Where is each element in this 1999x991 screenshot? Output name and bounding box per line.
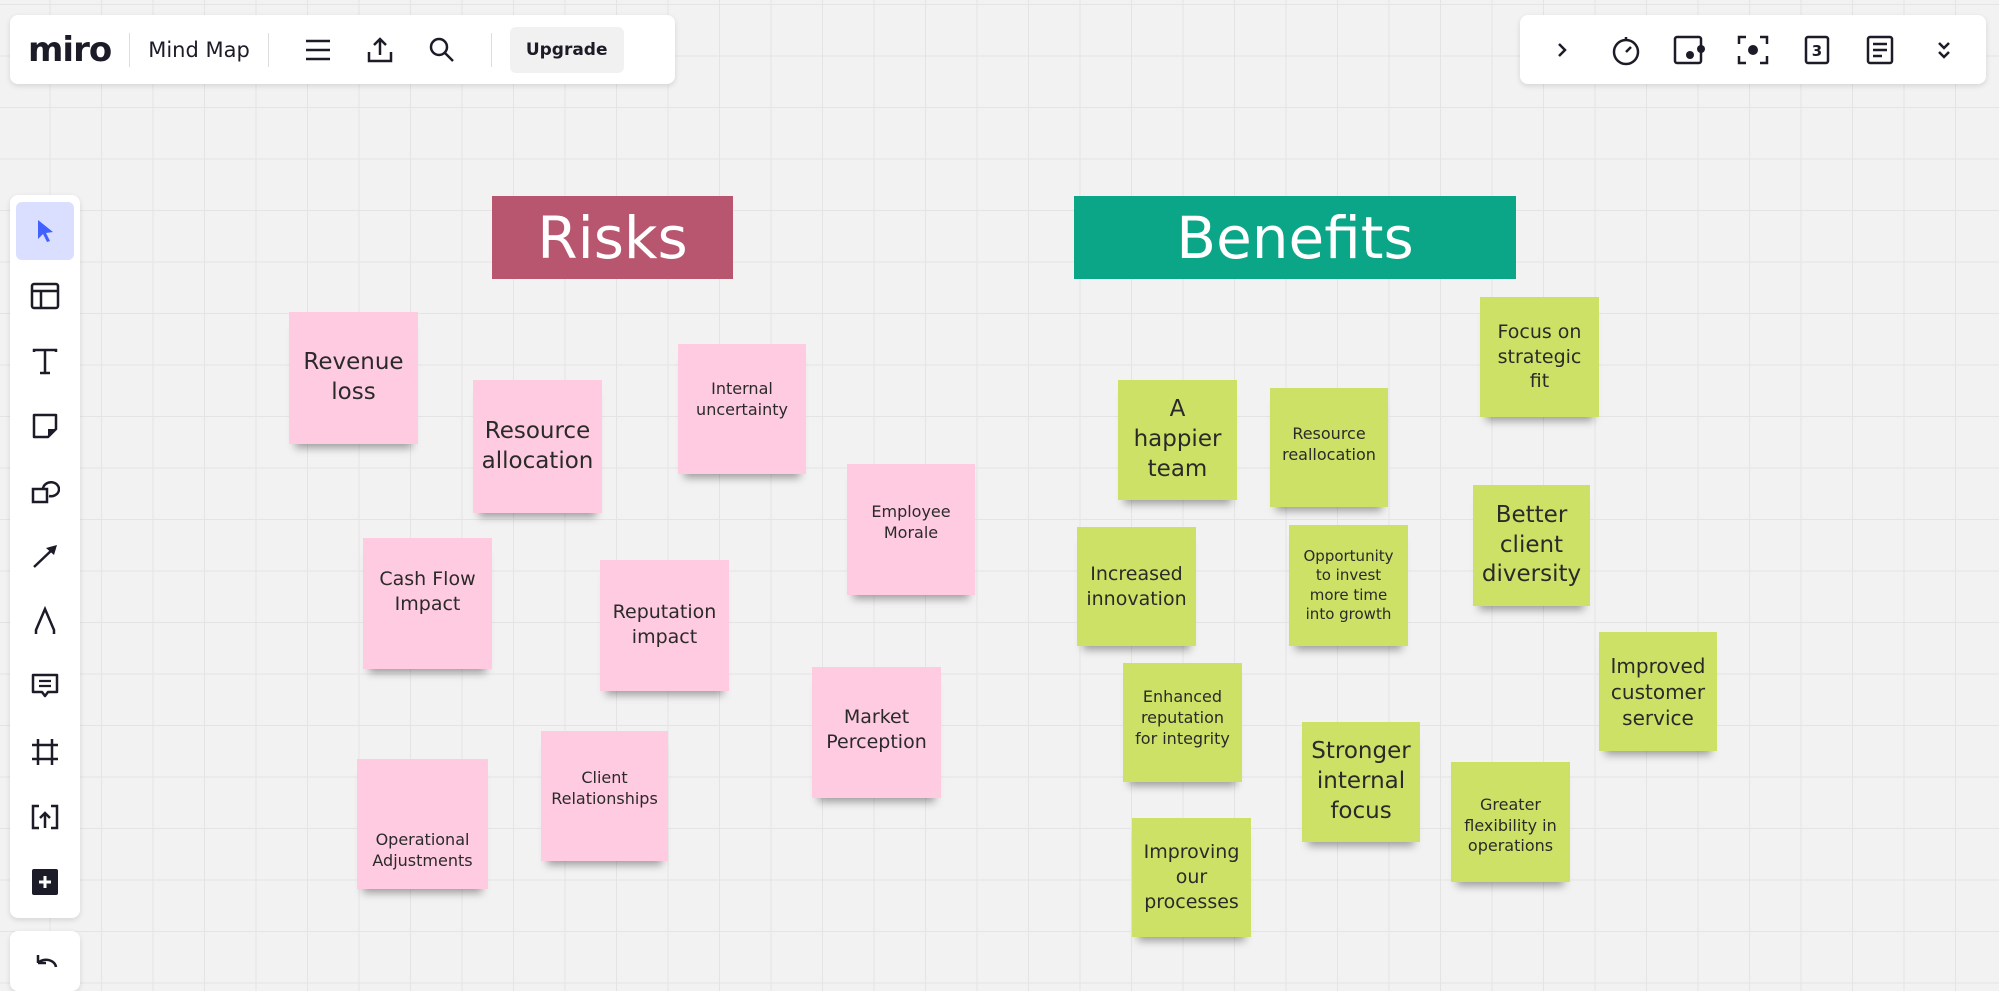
sticky-note-benefit[interactable]: Opportunity to invest more time into gro… bbox=[1289, 525, 1408, 646]
chevron-double-down-icon[interactable] bbox=[1924, 30, 1964, 70]
templates-tool[interactable] bbox=[16, 267, 74, 325]
shapes-tool[interactable] bbox=[16, 462, 74, 520]
benefits-header[interactable]: Benefits bbox=[1074, 196, 1516, 279]
board-header: miro Mind Map Upgrade bbox=[10, 15, 675, 84]
undo-icon[interactable] bbox=[30, 949, 60, 991]
video-chat-icon[interactable] bbox=[1669, 30, 1709, 70]
sticky-note-benefit[interactable]: Better client diversity bbox=[1473, 485, 1590, 606]
search-icon[interactable] bbox=[422, 30, 462, 70]
export-icon[interactable] bbox=[360, 30, 400, 70]
risks-header[interactable]: Risks bbox=[492, 196, 733, 279]
notes-icon[interactable] bbox=[1860, 30, 1900, 70]
sticky-note-benefit[interactable]: Greater flexibility in operations bbox=[1451, 762, 1570, 882]
focus-icon[interactable] bbox=[1733, 30, 1773, 70]
chevron-right-icon[interactable] bbox=[1542, 30, 1582, 70]
undo-panel bbox=[10, 931, 80, 991]
more-tools-icon[interactable] bbox=[16, 853, 74, 911]
arrow-tool[interactable] bbox=[16, 527, 74, 585]
sticky-note-risk[interactable]: Operational Adjustments bbox=[357, 759, 488, 889]
sticky-note-tool[interactable] bbox=[16, 397, 74, 455]
sticky-note-benefit[interactable]: Stronger internal focus bbox=[1302, 722, 1420, 842]
sticky-note-risk[interactable]: Resource allocation bbox=[473, 380, 602, 513]
select-tool[interactable] bbox=[16, 202, 74, 260]
sticky-note-benefit[interactable]: Focus on strategic fit bbox=[1480, 297, 1599, 417]
sticky-note-risk[interactable]: Reputation impact bbox=[600, 560, 729, 691]
collaboration-toolbar: 3 bbox=[1520, 15, 1986, 84]
sticky-note-risk[interactable]: Client Relationships bbox=[541, 731, 668, 861]
text-tool[interactable] bbox=[16, 332, 74, 390]
sticky-note-risk[interactable]: Market Perception bbox=[812, 667, 941, 798]
svg-text:3: 3 bbox=[1811, 42, 1821, 60]
timer-icon[interactable] bbox=[1606, 30, 1646, 70]
comment-tool[interactable] bbox=[16, 658, 74, 716]
sticky-note-benefit[interactable]: Improving our processes bbox=[1132, 818, 1251, 937]
divider bbox=[490, 32, 492, 67]
sticky-note-benefit[interactable]: A happier team bbox=[1118, 380, 1237, 500]
frame-tool[interactable] bbox=[16, 723, 74, 781]
sticky-note-risk[interactable]: Employee Morale bbox=[847, 464, 975, 595]
upload-tool[interactable] bbox=[16, 788, 74, 846]
menu-icon[interactable] bbox=[298, 30, 338, 70]
sticky-note-benefit[interactable]: Enhanced reputation for integrity bbox=[1123, 663, 1242, 782]
divider bbox=[267, 32, 269, 67]
pen-tool[interactable] bbox=[16, 593, 74, 651]
divider bbox=[129, 32, 131, 67]
sticky-note-risk[interactable]: Cash Flow Impact bbox=[363, 538, 492, 669]
sticky-note-benefit[interactable]: Increased innovation bbox=[1077, 527, 1196, 646]
sticky-note-risk[interactable]: Internal uncertainty bbox=[678, 344, 806, 474]
sticky-note-benefit[interactable]: Resource reallocation bbox=[1270, 388, 1388, 507]
creation-toolbar bbox=[10, 195, 80, 918]
upgrade-button[interactable]: Upgrade bbox=[509, 26, 624, 73]
board-title[interactable]: Mind Map bbox=[148, 37, 250, 62]
miro-logo[interactable]: miro bbox=[28, 29, 112, 70]
sticky-note-benefit[interactable]: Improved customer service bbox=[1599, 632, 1717, 751]
sticky-note-risk[interactable]: Revenue loss bbox=[289, 312, 418, 444]
card-counter-icon[interactable]: 3 bbox=[1797, 30, 1837, 70]
